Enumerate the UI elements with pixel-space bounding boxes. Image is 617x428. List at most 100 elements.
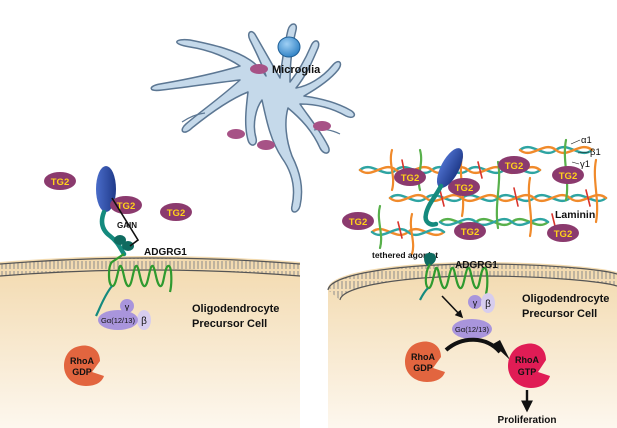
g-alpha-subunit (452, 319, 492, 339)
g-protein-right: γ β (468, 293, 495, 313)
rhoa-gdp-right: RhoA GDP (405, 341, 445, 382)
tg2-granules (227, 64, 331, 150)
released-n-terminal-fragment (423, 148, 464, 227)
g-gamma-subunit (468, 295, 482, 309)
g-gamma-label: γ (473, 298, 478, 308)
g-beta-label: β (485, 299, 491, 310)
fragment-stalk (423, 183, 444, 227)
opc-label-line1: Oligodendrocyte (192, 303, 279, 315)
gain-domain (114, 235, 126, 245)
receptor-c-terminus (419, 287, 429, 301)
right-membrane-outer (327, 263, 617, 291)
right-cytoplasm (328, 262, 617, 428)
tg2-label: TG2 (455, 183, 473, 194)
tg2-label: TG2 (505, 161, 523, 172)
tg2-protein: TG2 (160, 203, 192, 221)
rhoa-label: RhoA (70, 356, 94, 366)
rhoa-shape (508, 343, 550, 388)
left-panel: TG2 TG2 TG2 GAIN ADGRG1 Oligodendrocyte … (0, 166, 301, 428)
rhoa-gtp: RhoA GTP (508, 343, 550, 388)
alpha1-leader (570, 139, 581, 145)
receptor-n-terminus (436, 148, 464, 188)
laminin-label: Laminin (555, 209, 595, 221)
left-cytoplasm (0, 256, 300, 428)
g-gamma-subunit (120, 299, 134, 313)
gtp-label: GTP (518, 367, 537, 377)
tg2-label: TG2 (167, 208, 185, 219)
tg2-protein: TG2 (552, 166, 584, 184)
g-alpha-label: Gα(12/13) (455, 325, 489, 334)
laminin-arm (527, 176, 533, 238)
gain-bracket (111, 197, 140, 247)
tg2-label: TG2 (349, 217, 367, 228)
granule (227, 129, 245, 139)
tg2-label: TG2 (51, 177, 69, 188)
gain-domain (122, 241, 134, 251)
tg2-protein: TG2 (44, 172, 76, 190)
rhoa-shape (405, 341, 445, 382)
right-membrane-lipids (328, 264, 617, 300)
right-panel: α1 β1 γ1 Laminin TG2 TG2 TG2 TG2 TG2 (327, 135, 617, 428)
laminin-strand (518, 145, 594, 155)
microglia-nucleus (277, 36, 301, 58)
tg2-protein: TG2 (547, 224, 579, 242)
adgrg1-label: ADGRG1 (455, 260, 498, 271)
tg2-protein: TG2 (454, 222, 486, 240)
laminin-arm (593, 158, 599, 224)
gamma1-label: γ1 (580, 159, 590, 170)
granule (257, 140, 275, 150)
tg2-protein: TG2 (342, 212, 374, 230)
alpha1-label: α1 (581, 135, 592, 146)
tethered-agonist-label: tethered agonist (372, 250, 438, 260)
microglia-cell: Microglia (150, 23, 356, 213)
g-alpha-label: Gα(12/13) (101, 316, 135, 325)
tg2-label: TG2 (554, 229, 572, 240)
tg2-protein: TG2 (110, 196, 142, 214)
gamma1-leader (571, 161, 580, 165)
laminin-arm (389, 148, 395, 192)
activation-arrow (441, 295, 464, 319)
gdp-label: GDP (413, 363, 433, 373)
tg2-label: TG2 (117, 201, 135, 212)
microglia-label: Microglia (272, 64, 321, 76)
rhoa-label: RhoA (515, 355, 539, 365)
g-beta-label: β (141, 316, 147, 327)
rhoa-label: RhoA (411, 352, 435, 362)
transmembrane-helices (424, 263, 489, 295)
tethered-agonist (424, 252, 436, 266)
adgrg1-label: ADGRG1 (144, 247, 187, 258)
g-beta-subunit (137, 310, 151, 330)
receptor-c-terminus (95, 285, 113, 317)
granule (313, 121, 331, 131)
g-alpha-subunit (98, 310, 138, 330)
laminin-arm (409, 212, 415, 256)
beta1-label: β1 (590, 147, 601, 158)
proliferation-label: Proliferation (498, 415, 557, 426)
receptor-stalk (99, 209, 127, 257)
g-alpha-released: Gα(12/13) (452, 319, 492, 339)
receptor-n-terminus (96, 166, 116, 212)
gdp-to-gtp-arrow (444, 337, 502, 354)
gdp-label: GDP (72, 367, 92, 377)
tg2-protein: TG2 (448, 178, 480, 196)
rhoa-gdp-left: RhoA GDP (64, 345, 104, 386)
g-protein-left: γ β Gα(12/13) (98, 299, 151, 330)
g-beta-subunit (481, 293, 495, 313)
tg2-protein: TG2 (498, 156, 530, 174)
gdp-to-gtp-arrowhead (493, 340, 510, 360)
opc-label-line2: Precursor Cell (192, 318, 267, 330)
left-membrane-outer (0, 257, 301, 265)
laminin-arm (377, 204, 383, 250)
microglia-body (150, 23, 356, 213)
tg2-protein: TG2 (394, 168, 426, 186)
rhoa-shape (64, 345, 104, 386)
opc-label-line1: Oligodendrocyte (522, 293, 609, 305)
transmembrane-helices (107, 253, 173, 293)
gain-label: GAIN (117, 221, 137, 230)
beta1-leader (577, 151, 590, 154)
tg2-label: TG2 (401, 173, 419, 184)
opc-label-line2: Precursor Cell (522, 308, 597, 320)
adgrg1-receptor-right: tethered agonist ADGRG1 (372, 250, 498, 301)
granule (250, 64, 268, 74)
